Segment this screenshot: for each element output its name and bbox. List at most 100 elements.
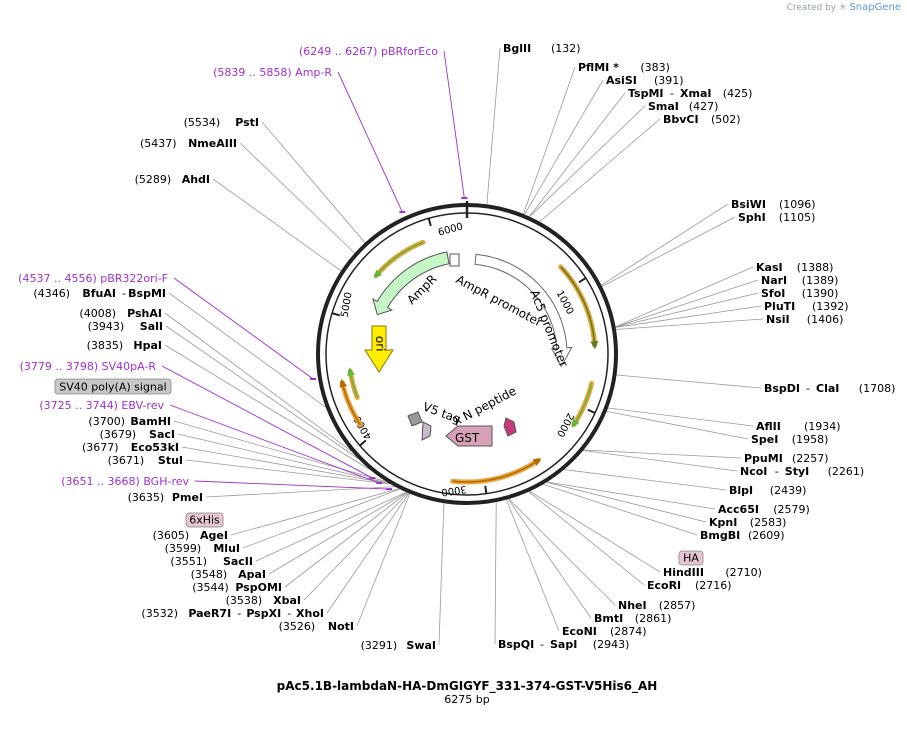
- site-nari[interactable]: NarI(1389): [761, 274, 838, 287]
- site-name: SpeI: [751, 433, 778, 446]
- primer-leader: [337, 71, 403, 213]
- site-sep: -: [287, 607, 291, 620]
- site-sfoi[interactable]: SfoI(1390): [761, 287, 838, 300]
- site-name: BmtI: [594, 612, 623, 625]
- site-name: BbvCI: [663, 113, 699, 126]
- site-bspqi[interactable]: BspQI-SapI(2943): [498, 638, 629, 651]
- primer-amp-r[interactable]: (5839 .. 5858) Amp-R: [213, 66, 332, 79]
- site-sali[interactable]: SalI(3943): [88, 320, 163, 333]
- site-kpni[interactable]: KpnI(2583): [709, 516, 786, 529]
- site-pshai[interactable]: PshAI(4008): [79, 307, 162, 320]
- site-pos: (2857): [659, 599, 696, 612]
- site-bglii[interactable]: BglII(132): [503, 42, 581, 55]
- site-mlui[interactable]: MluI(3599): [165, 542, 240, 555]
- site-pos: (2943): [593, 638, 630, 651]
- site-eco53ki[interactable]: Eco53kI(3677): [82, 441, 179, 454]
- site-leader: [564, 469, 727, 491]
- site-leader: [212, 178, 342, 272]
- site-econi[interactable]: EcoNI(2874): [562, 625, 647, 638]
- site-bamhi[interactable]: BamHI(3700): [88, 415, 171, 428]
- site-name: PflMI *: [578, 61, 619, 74]
- site-ahdi[interactable]: AhdI(5289): [135, 173, 210, 186]
- site-ecori[interactable]: EcoRI(2716): [647, 579, 732, 592]
- site-swai[interactable]: SwaI(3291): [361, 639, 436, 652]
- site-sep: -: [775, 465, 779, 478]
- site-name: NheI: [618, 599, 647, 612]
- box-label-his[interactable]: 6xHis: [185, 512, 224, 528]
- site-name: TspMI: [628, 87, 664, 100]
- site-paer7i[interactable]: XhoI-PspXI-PaeR7I(3532): [141, 607, 324, 620]
- site-name: EcoNI: [562, 625, 597, 638]
- site-pmei[interactable]: PmeI(3635): [128, 491, 203, 504]
- site-xbai[interactable]: XbaI(3538): [226, 594, 301, 607]
- site-asisi[interactable]: AsiSI(391): [606, 74, 684, 87]
- site-nmeaiii[interactable]: NmeAIII(5437): [140, 137, 237, 150]
- site-leader: [546, 481, 707, 523]
- site-sphi[interactable]: SphI(1105): [738, 211, 815, 224]
- site-pos: (1958): [792, 433, 829, 446]
- site-agei[interactable]: AgeI(3605): [153, 529, 228, 542]
- site-leader: [486, 47, 501, 205]
- site-nhei[interactable]: NheI (2857): [618, 599, 695, 612]
- site-pos: (3605): [153, 529, 190, 542]
- box-label-sv40[interactable]: SV40 poly(A) signal: [54, 378, 172, 395]
- site-kasi[interactable]: KasI(1388): [756, 261, 833, 274]
- site-stui[interactable]: StuI(3671): [108, 454, 183, 467]
- box-label-ha[interactable]: HA: [678, 550, 704, 566]
- orf-arc-6-arrowhead: [373, 269, 383, 279]
- primer-ebv-rev[interactable]: (3725 .. 3744) EBV-rev: [39, 399, 164, 412]
- site-ncoi[interactable]: NcoI-StyI(2261): [740, 465, 864, 478]
- site-leader: [615, 305, 762, 328]
- site-sep: -: [540, 638, 544, 651]
- site-labels: BglII(132) PflMI * (383)AsiSI(391)TspMI-Xm…: [18, 42, 895, 652]
- site-pos: (383): [640, 61, 670, 74]
- site-name-2: StyI: [785, 465, 809, 478]
- site-smai[interactable]: SmaI(427): [648, 100, 718, 113]
- site-ppumi[interactable]: PpuMI(2257): [744, 452, 829, 465]
- site-noti[interactable]: NotI(3526): [279, 620, 354, 633]
- site-leader: [255, 491, 407, 562]
- site-hpai[interactable]: HpaI(3835): [87, 339, 162, 352]
- site-name: KasI: [756, 261, 783, 274]
- site-bbvci[interactable]: BbvCI(502): [663, 113, 741, 126]
- site-pspomi[interactable]: PspOMI(3544): [192, 581, 282, 594]
- site-blpi[interactable]: BlpI(2439): [729, 484, 806, 497]
- site-pos: (1105): [779, 211, 816, 224]
- site-name: BamHI: [130, 415, 171, 428]
- site-bspdi[interactable]: BspDI-ClaI(1708): [764, 382, 895, 395]
- site-saci[interactable]: SacI(3679): [100, 428, 175, 441]
- site-bsiwi[interactable]: BsiWI(1096): [731, 198, 816, 211]
- ring-tick-label: 6000: [437, 221, 464, 238]
- orf-arc-2-arrowhead: [571, 418, 580, 428]
- site-leader: [438, 503, 445, 646]
- site-pos: (3671): [108, 454, 145, 467]
- site-name: SfoI: [761, 287, 785, 300]
- site-sacii[interactable]: SacII(3551): [170, 555, 253, 568]
- primer-bgh-rev[interactable]: (3651 .. 3668) BGH-rev: [61, 475, 189, 488]
- site-name: PluTI: [764, 300, 795, 313]
- primer-pbr322ori-f[interactable]: (4537 .. 4556) pBR322ori-F: [18, 272, 168, 285]
- primer-sv40pa-r[interactable]: (3779 .. 3798) SV40pA-R: [20, 360, 157, 373]
- site-bfuai[interactable]: BspMI-BfuAI(4346): [33, 287, 166, 300]
- site-pluti[interactable]: PluTI(1392): [764, 300, 849, 313]
- site-apai[interactable]: ApaI(3548): [191, 568, 266, 581]
- site-bmgbi[interactable]: BmgBI(2609): [700, 529, 785, 542]
- site-pflmi[interactable]: PflMI * (383): [578, 61, 670, 74]
- primer-pbrforeco[interactable]: (6249 .. 6267) pBRforEco: [299, 45, 438, 58]
- feature-ori: [364, 325, 394, 373]
- site-name: KpnI: [709, 516, 737, 529]
- site-pos: (3538): [226, 594, 263, 607]
- site-psti[interactable]: PstI(5534): [184, 116, 259, 129]
- site-tspmi[interactable]: TspMI-XmaI(425): [628, 87, 752, 100]
- site-aflii[interactable]: AflII(1934): [756, 420, 841, 433]
- backbone-ring: [316, 203, 618, 505]
- site-name: NotI: [328, 620, 354, 633]
- site-spei[interactable]: SpeI (1958): [751, 433, 828, 446]
- site-acc65i[interactable]: Acc65I(2579): [718, 503, 810, 516]
- site-hindiii[interactable]: HindIII(2710): [663, 566, 762, 579]
- site-nsii[interactable]: NsiI(1406): [766, 313, 843, 326]
- site-bmti[interactable]: BmtI(2861): [594, 612, 671, 625]
- site-name: PspXI: [246, 607, 281, 620]
